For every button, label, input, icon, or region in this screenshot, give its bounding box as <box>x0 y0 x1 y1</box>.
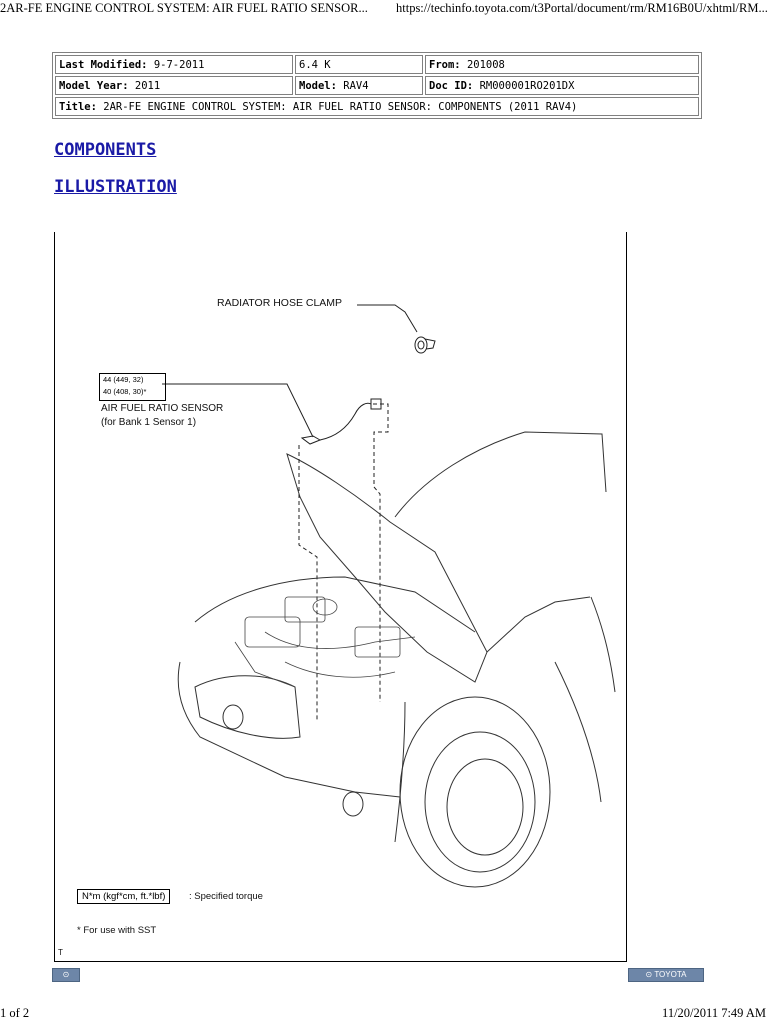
sensor-callout-dashed <box>298 445 318 722</box>
model-cell: Model: RAV4 <box>295 76 423 95</box>
doc-id-cell: Doc ID: RM000001RO201DX <box>425 76 699 95</box>
from-value: 201008 <box>466 58 505 71</box>
model-value: RAV4 <box>343 79 369 92</box>
torque-leader <box>162 383 314 438</box>
print-header: 2AR-FE ENGINE CONTROL SYSTEM: AIR FUEL R… <box>0 0 768 18</box>
radiator-hose-clamp-icon <box>414 336 436 354</box>
side-body-line <box>554 661 602 803</box>
last-modified-label: Last Modified: <box>59 58 148 71</box>
document-meta-table: Last Modified: 9-7-2011 6.4 K From: 2010… <box>52 52 702 119</box>
sensor-sublabel: (for Bank 1 Sensor 1) <box>101 417 197 428</box>
title-label: Title: <box>59 100 97 113</box>
page-number: 1 of 2 <box>0 1006 30 1020</box>
corner-mark: T <box>58 948 63 957</box>
title-cell: Title: 2AR-FE ENGINE CONTROL SYSTEM: AIR… <box>55 97 699 116</box>
toyota-nav-label: TOYOTA <box>654 970 687 979</box>
air-fuel-ratio-sensor-icon <box>300 398 382 445</box>
fog-lamp <box>342 791 364 817</box>
size-cell: 6.4 K <box>295 55 423 74</box>
toyota-nav-button-left[interactable]: ⊙ <box>52 968 80 982</box>
illustration-heading-link[interactable]: ILLUSTRATION <box>54 177 177 197</box>
toyota-nav-button-right[interactable]: ⊙ TOYOTA <box>628 968 704 982</box>
sensor-label: AIR FUEL RATIO SENSOR <box>101 403 224 414</box>
torque-spec-box: 44 (449, 32) 40 (408, 30)* <box>99 373 166 401</box>
components-illustration: RADIATOR HOSE CLAMP 44 (449, 32) 40 (408… <box>54 232 627 962</box>
title-value: 2AR-FE ENGINE CONTROL SYSTEM: AIR FUEL R… <box>103 100 578 113</box>
doc-id-value: RM000001RO201DX <box>479 79 575 92</box>
torque-legend-box: N*m (kgf*cm, ft.*lbf) <box>77 889 171 904</box>
print-header-url: https://techinfo.toyota.com/t3Portal/doc… <box>396 1 768 15</box>
model-year-value: 2011 <box>134 79 161 92</box>
components-heading-link[interactable]: COMPONENTS <box>54 140 157 160</box>
torque-spec-line-2: 40 (408, 30)* <box>103 387 147 396</box>
open-hood <box>286 453 488 683</box>
connector-callout-dashed <box>373 403 389 702</box>
from-label: From: <box>429 58 461 71</box>
print-datetime: 11/20/2011 7:49 AM <box>662 1006 766 1020</box>
model-label: Model: <box>299 79 337 92</box>
radiator-hose-clamp-label: RADIATOR HOSE CLAMP <box>217 297 343 309</box>
front-grille <box>194 675 301 739</box>
toyota-logo-icon: ⊙ <box>645 970 653 979</box>
torque-spec-line-1: 44 (449, 32) <box>103 375 144 384</box>
engine-bay-edge <box>194 576 476 633</box>
windshield <box>394 431 607 518</box>
toyota-logo-icon: ⊙ <box>62 970 70 979</box>
vehicle-engine-drawing <box>162 304 616 888</box>
last-modified-cell: Last Modified: 9-7-2011 <box>55 55 293 74</box>
model-year-cell: Model Year: 2011 <box>55 76 293 95</box>
model-year-label: Model Year: <box>59 79 129 92</box>
document-size: 6.4 K <box>299 58 331 71</box>
radiator-clamp-leader <box>357 304 418 333</box>
front-bumper <box>177 661 401 798</box>
last-modified-value: 9-7-2011 <box>153 58 205 71</box>
from-cell: From: 201008 <box>425 55 699 74</box>
doc-id-label: Doc ID: <box>429 79 474 92</box>
sst-note: * For use with SST <box>77 925 157 936</box>
print-header-title: 2AR-FE ENGINE CONTROL SYSTEM: AIR FUEL R… <box>0 1 368 15</box>
a-pillar <box>486 596 591 653</box>
engine-components <box>234 596 416 688</box>
torque-legend-text: : Specified torque <box>189 891 263 902</box>
front-fender <box>394 701 406 843</box>
front-wheel <box>399 696 551 888</box>
